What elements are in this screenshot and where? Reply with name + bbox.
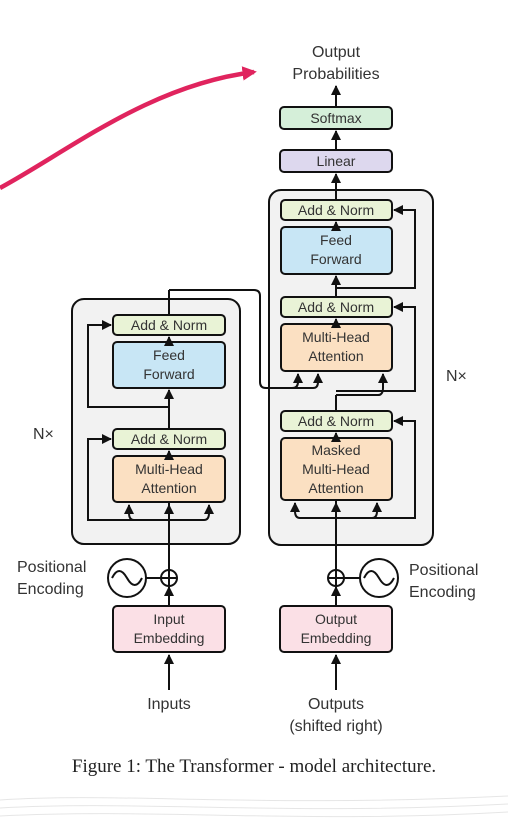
encoder-add-norm-top-label: Add & Norm [131,317,207,333]
positional-encoding-left-2: Encoding [17,581,84,598]
input-embedding-label-2: Embedding [134,630,205,646]
connector-lines [87,85,416,690]
decoder-add-norm-mid-label: Add & Norm [298,299,374,315]
decoder-add-norm-top-label: Add & Norm [298,202,374,218]
encoder-add-icon [160,569,178,587]
input-embedding-label-1: Input [153,611,184,627]
outputs-label-1: Outputs [308,696,364,713]
encoder-feed-forward-label-1: Feed [153,347,185,363]
output-probabilities-label-1: Output [312,44,361,61]
decoder-add-icon [327,569,345,587]
inputs-label: Inputs [147,696,191,713]
output-embedding-label-2: Embedding [301,630,372,646]
positional-encoding-left-1: Positional [17,559,86,576]
output-probabilities-label-2: Probabilities [292,66,379,83]
decorative-footer-lines [0,795,508,818]
annotation-arrow [0,66,257,190]
decoder-masked-label-1: Masked [311,442,360,458]
decoder-add-norm-bottom-label: Add & Norm [298,413,374,429]
softmax-label: Softmax [310,110,361,126]
encoder-positional-encoding-icon [107,558,147,598]
positional-encoding-right-1: Positional [409,562,478,579]
encoder-mha-label-1: Multi-Head [135,461,203,477]
decoder-nx-label: N× [446,368,467,385]
decoder-mha-label-1: Multi-Head [302,329,370,345]
encoder-feed-forward-label-2: Forward [143,366,194,382]
positional-encoding-right-2: Encoding [409,584,476,601]
decoder-masked-label-2: Multi-Head [302,461,370,477]
outputs-label-2: (shifted right) [289,718,382,735]
encoder-nx-label: N× [33,426,54,443]
output-embedding-label-1: Output [315,611,357,627]
figure-caption: Figure 1: The Transformer - model archit… [71,756,437,777]
decoder-masked-label-3: Attention [308,480,363,496]
decoder-feed-forward-label-1: Feed [320,232,352,248]
decoder-feed-forward-label-2: Forward [310,251,361,267]
linear-label: Linear [317,153,356,169]
encoder-mha-label-2: Attention [141,480,196,496]
decoder-mha-label-2: Attention [308,348,363,364]
encoder-add-norm-bottom-label: Add & Norm [131,431,207,447]
decoder-positional-encoding-icon [359,558,399,598]
